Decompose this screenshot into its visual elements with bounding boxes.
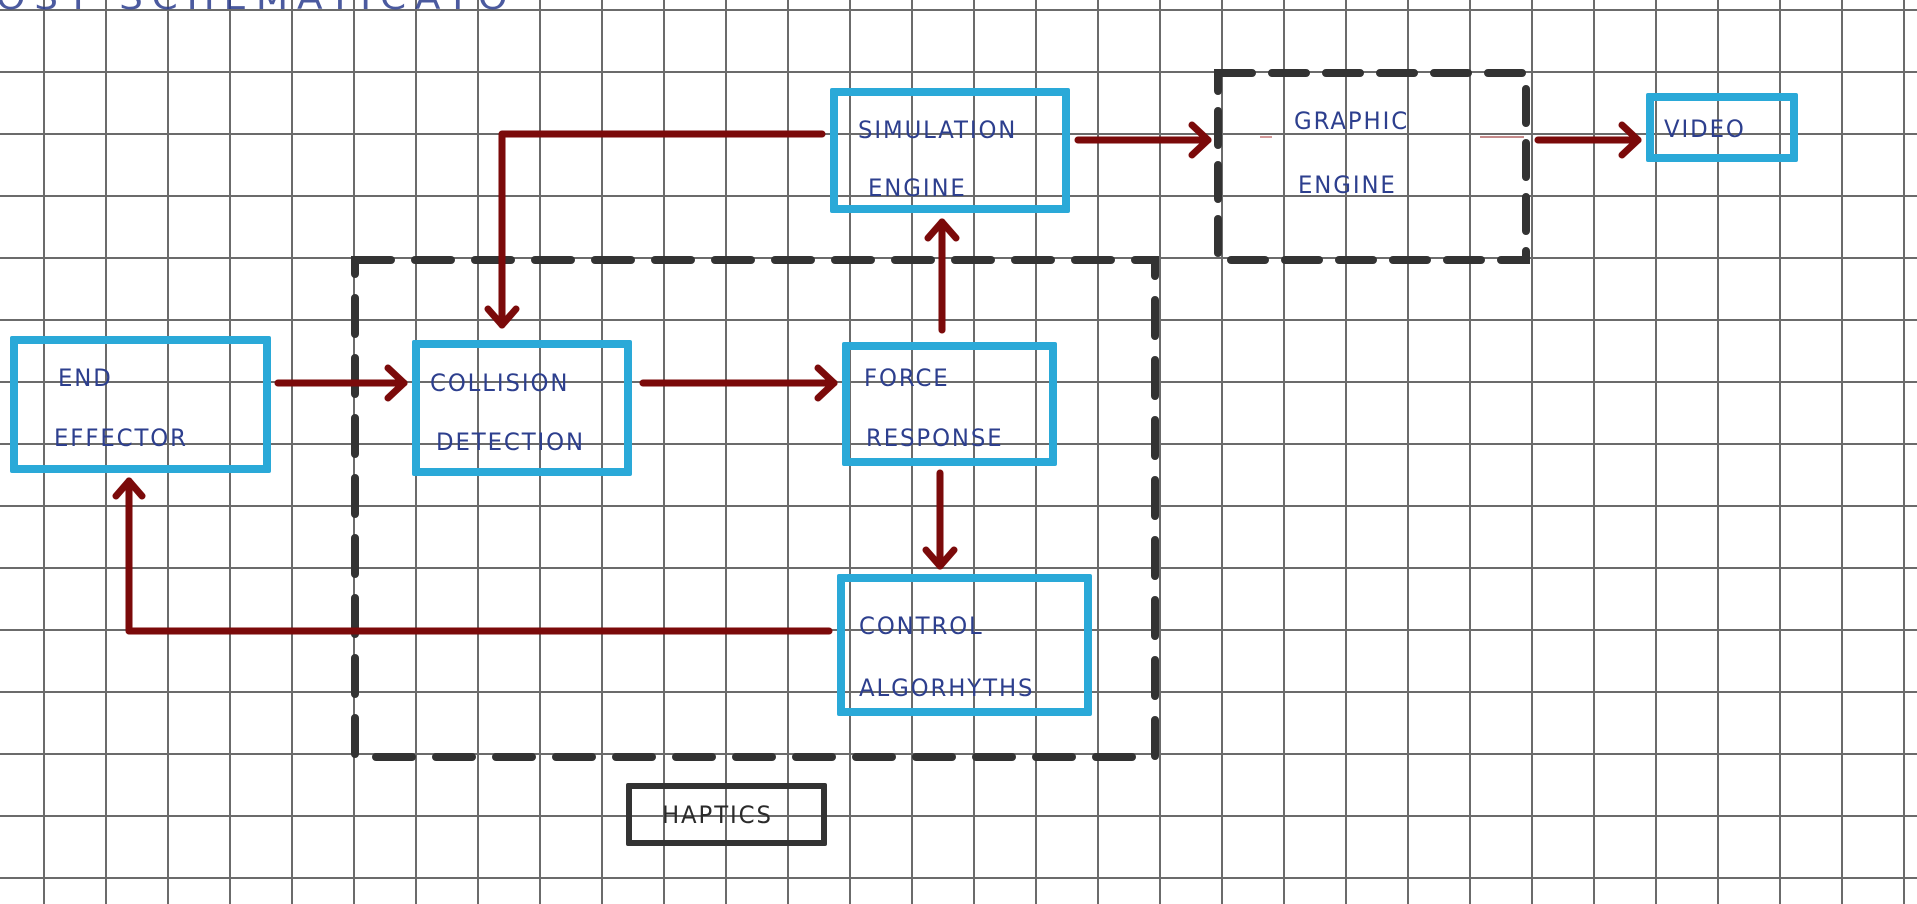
block-label-line2: ENGINE — [1298, 171, 1397, 199]
block-label-line1: SIMULATION — [858, 116, 1018, 144]
block-label-line1: COLLISION — [430, 369, 570, 397]
haptics-group-label: HAPTICS — [626, 783, 827, 846]
block-label-line1: GRAPHIC — [1294, 107, 1410, 135]
block-end-effector[interactable]: END EFFECTOR — [10, 336, 271, 473]
arrow-force-to-control — [922, 469, 958, 570]
arrow-graphic-to-video — [1534, 121, 1642, 159]
block-collision-detection[interactable]: COLLISION DETECTION — [412, 340, 632, 476]
block-label-line1: VIDEO — [1664, 115, 1746, 143]
arrow-end-effector-to-collision — [274, 364, 408, 402]
block-graphic-engine[interactable]: GRAPHIC ENGINE — [1218, 73, 1526, 260]
block-label-line1: FORCE — [864, 364, 950, 392]
arrow-simulation-to-collision — [484, 130, 826, 329]
block-video[interactable]: VIDEO — [1646, 93, 1798, 162]
block-label-line1: END — [58, 364, 113, 392]
arrow-force-to-simulation — [924, 218, 960, 334]
block-label-line2: DETECTION — [436, 428, 585, 456]
block-force-response[interactable]: FORCE RESPONSE — [842, 342, 1057, 466]
block-label-line2: ALGORHYTHS — [859, 674, 1035, 702]
page-title: OST SCHEMATICATO — [0, 0, 516, 18]
haptics-label-text: HAPTICS — [662, 801, 773, 829]
block-simulation-engine[interactable]: SIMULATION ENGINE — [830, 88, 1070, 213]
block-label-line2: RESPONSE — [866, 424, 1004, 452]
block-label-line1: CONTROL — [859, 612, 984, 640]
arrow-collision-to-force — [639, 364, 838, 402]
block-label-line2: EFFECTOR — [54, 424, 188, 452]
arrow-control-to-end-effector — [112, 477, 833, 635]
arrow-simulation-to-graphic — [1074, 121, 1212, 159]
block-label-line2: ENGINE — [868, 174, 967, 202]
block-control-algorithms[interactable]: CONTROL ALGORHYTHS — [837, 574, 1092, 716]
